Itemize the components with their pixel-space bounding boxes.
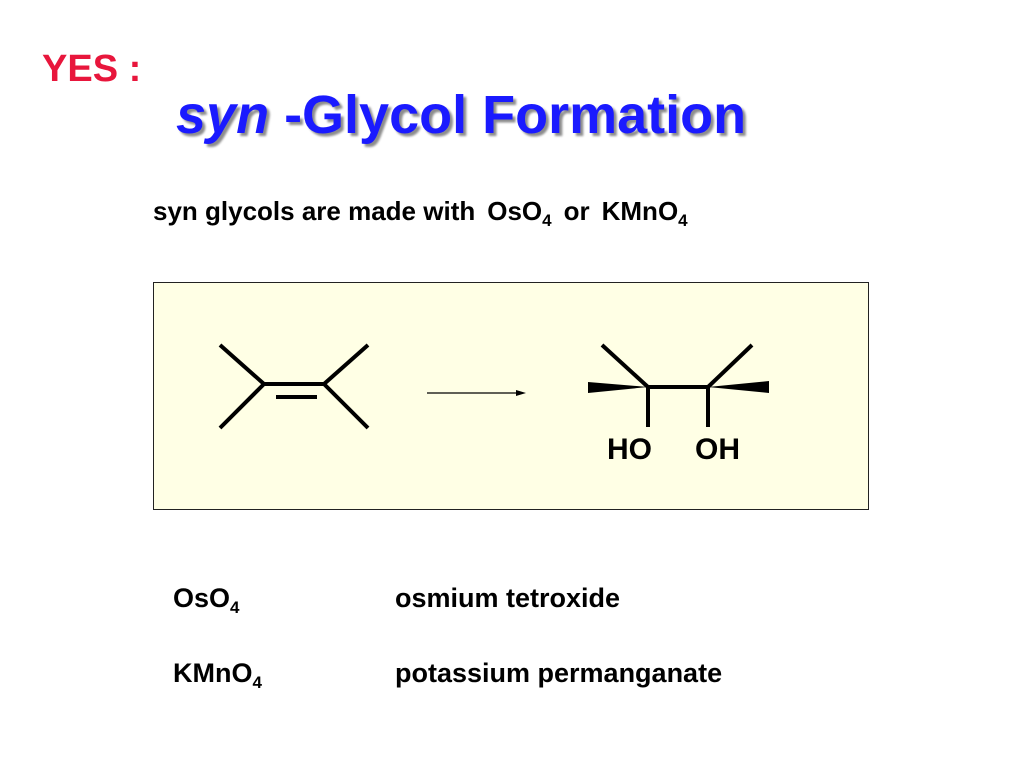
alkene-bond-lower-right <box>322 382 370 430</box>
diol-wedge-right <box>708 381 769 393</box>
reagent-kmno4: KMnO4 <box>601 196 688 230</box>
subtitle-text: syn glycols are made with <box>153 196 476 226</box>
reagent-oso4-base: OsO <box>487 196 543 226</box>
definition-name: potassium permanganate <box>395 658 723 688</box>
definition-formula-base: OsO <box>173 583 231 613</box>
reagent-oso4: OsO4 <box>487 196 551 230</box>
definition-formula-sub: 4 <box>252 673 262 692</box>
definition-formula: OsO4 <box>173 583 240 618</box>
yes-label: YES : <box>42 48 142 90</box>
reaction-box: HO OH <box>153 282 869 510</box>
alkene-bond-lower-left <box>218 382 266 430</box>
oh-label: OH <box>695 433 740 466</box>
slide-title: syn -Glycol Formation <box>176 84 746 146</box>
diol-bond-upper-right <box>706 343 754 389</box>
alkene-bond-upper-right <box>322 343 370 386</box>
definition-formula: KMnO4 <box>173 658 262 693</box>
definition-formula-base: KMnO <box>173 658 253 688</box>
reaction-arrow <box>427 390 526 396</box>
diol-wedge-left <box>588 382 648 393</box>
definition-name: osmium tetroxide <box>395 583 621 613</box>
reaction-scheme: HO OH <box>218 343 769 466</box>
diol-bond-upper-left <box>600 343 650 389</box>
alkene-structure <box>218 343 370 430</box>
reagent-kmno4-base: KMnO <box>601 196 679 226</box>
title-rest: -Glycol Formation <box>269 85 747 145</box>
diol-structure: HO OH <box>588 343 769 466</box>
reagent-kmno4-sub: 4 <box>678 211 688 230</box>
reagent-oso4-sub: 4 <box>542 211 552 230</box>
subtitle-or: or <box>563 196 590 226</box>
definition-formula-sub: 4 <box>230 598 240 617</box>
title-syn: syn <box>176 85 270 145</box>
alkene-bond-upper-left <box>218 343 266 386</box>
ho-label: HO <box>607 433 652 466</box>
